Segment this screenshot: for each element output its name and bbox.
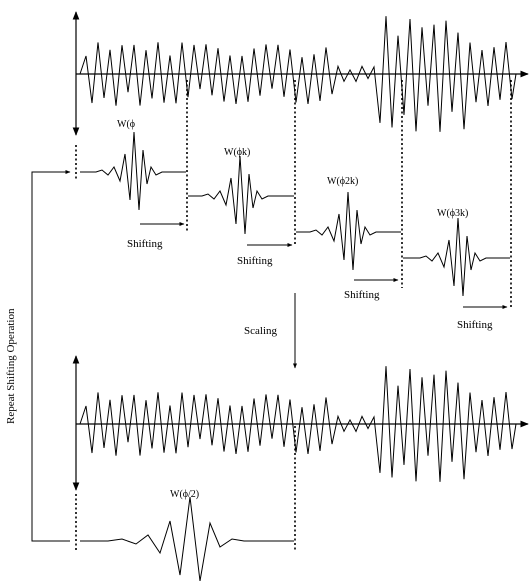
wavelet1-waveform bbox=[80, 131, 186, 211]
repeat-loop-arrow bbox=[31, 170, 71, 542]
wavelet3-label: W(ϕ2k) bbox=[327, 176, 358, 187]
wavelet4-waveform bbox=[403, 217, 510, 297]
wavelet1-label: W(ϕ bbox=[117, 119, 135, 130]
shift-label-2: Shifting bbox=[237, 255, 273, 267]
shift-label-3: Shifting bbox=[344, 289, 380, 301]
scaled-wavelet-group: W(ϕ/2) bbox=[75, 426, 296, 581]
scaled-wavelet-label: W(ϕ/2) bbox=[170, 489, 199, 500]
bottom-signal-plot bbox=[72, 355, 529, 491]
wavelet2-waveform bbox=[188, 155, 294, 235]
scaling-label: Scaling bbox=[244, 325, 277, 337]
top-signal-waveform bbox=[79, 16, 517, 132]
scaled-wavelet-waveform bbox=[80, 496, 294, 581]
scaling-step: Scaling bbox=[244, 293, 297, 369]
bottom-signal-waveform bbox=[79, 366, 517, 482]
top-signal-plot bbox=[72, 11, 529, 136]
shifted-wavelets-group: W(ϕ Shifting W(ϕk) Shifting W(ϕ2k) Shift… bbox=[75, 80, 512, 331]
wavelet2-label: W(ϕk) bbox=[224, 147, 250, 158]
wavelet3-waveform bbox=[296, 191, 401, 271]
repeat-loop: Repeat Shifting Operation bbox=[5, 170, 71, 542]
shift-label-4: Shifting bbox=[457, 319, 493, 331]
shift-label-1: Shifting bbox=[127, 238, 163, 250]
wavelet4-label: W(ϕ3k) bbox=[437, 208, 468, 219]
repeat-label: Repeat Shifting Operation bbox=[5, 308, 17, 424]
